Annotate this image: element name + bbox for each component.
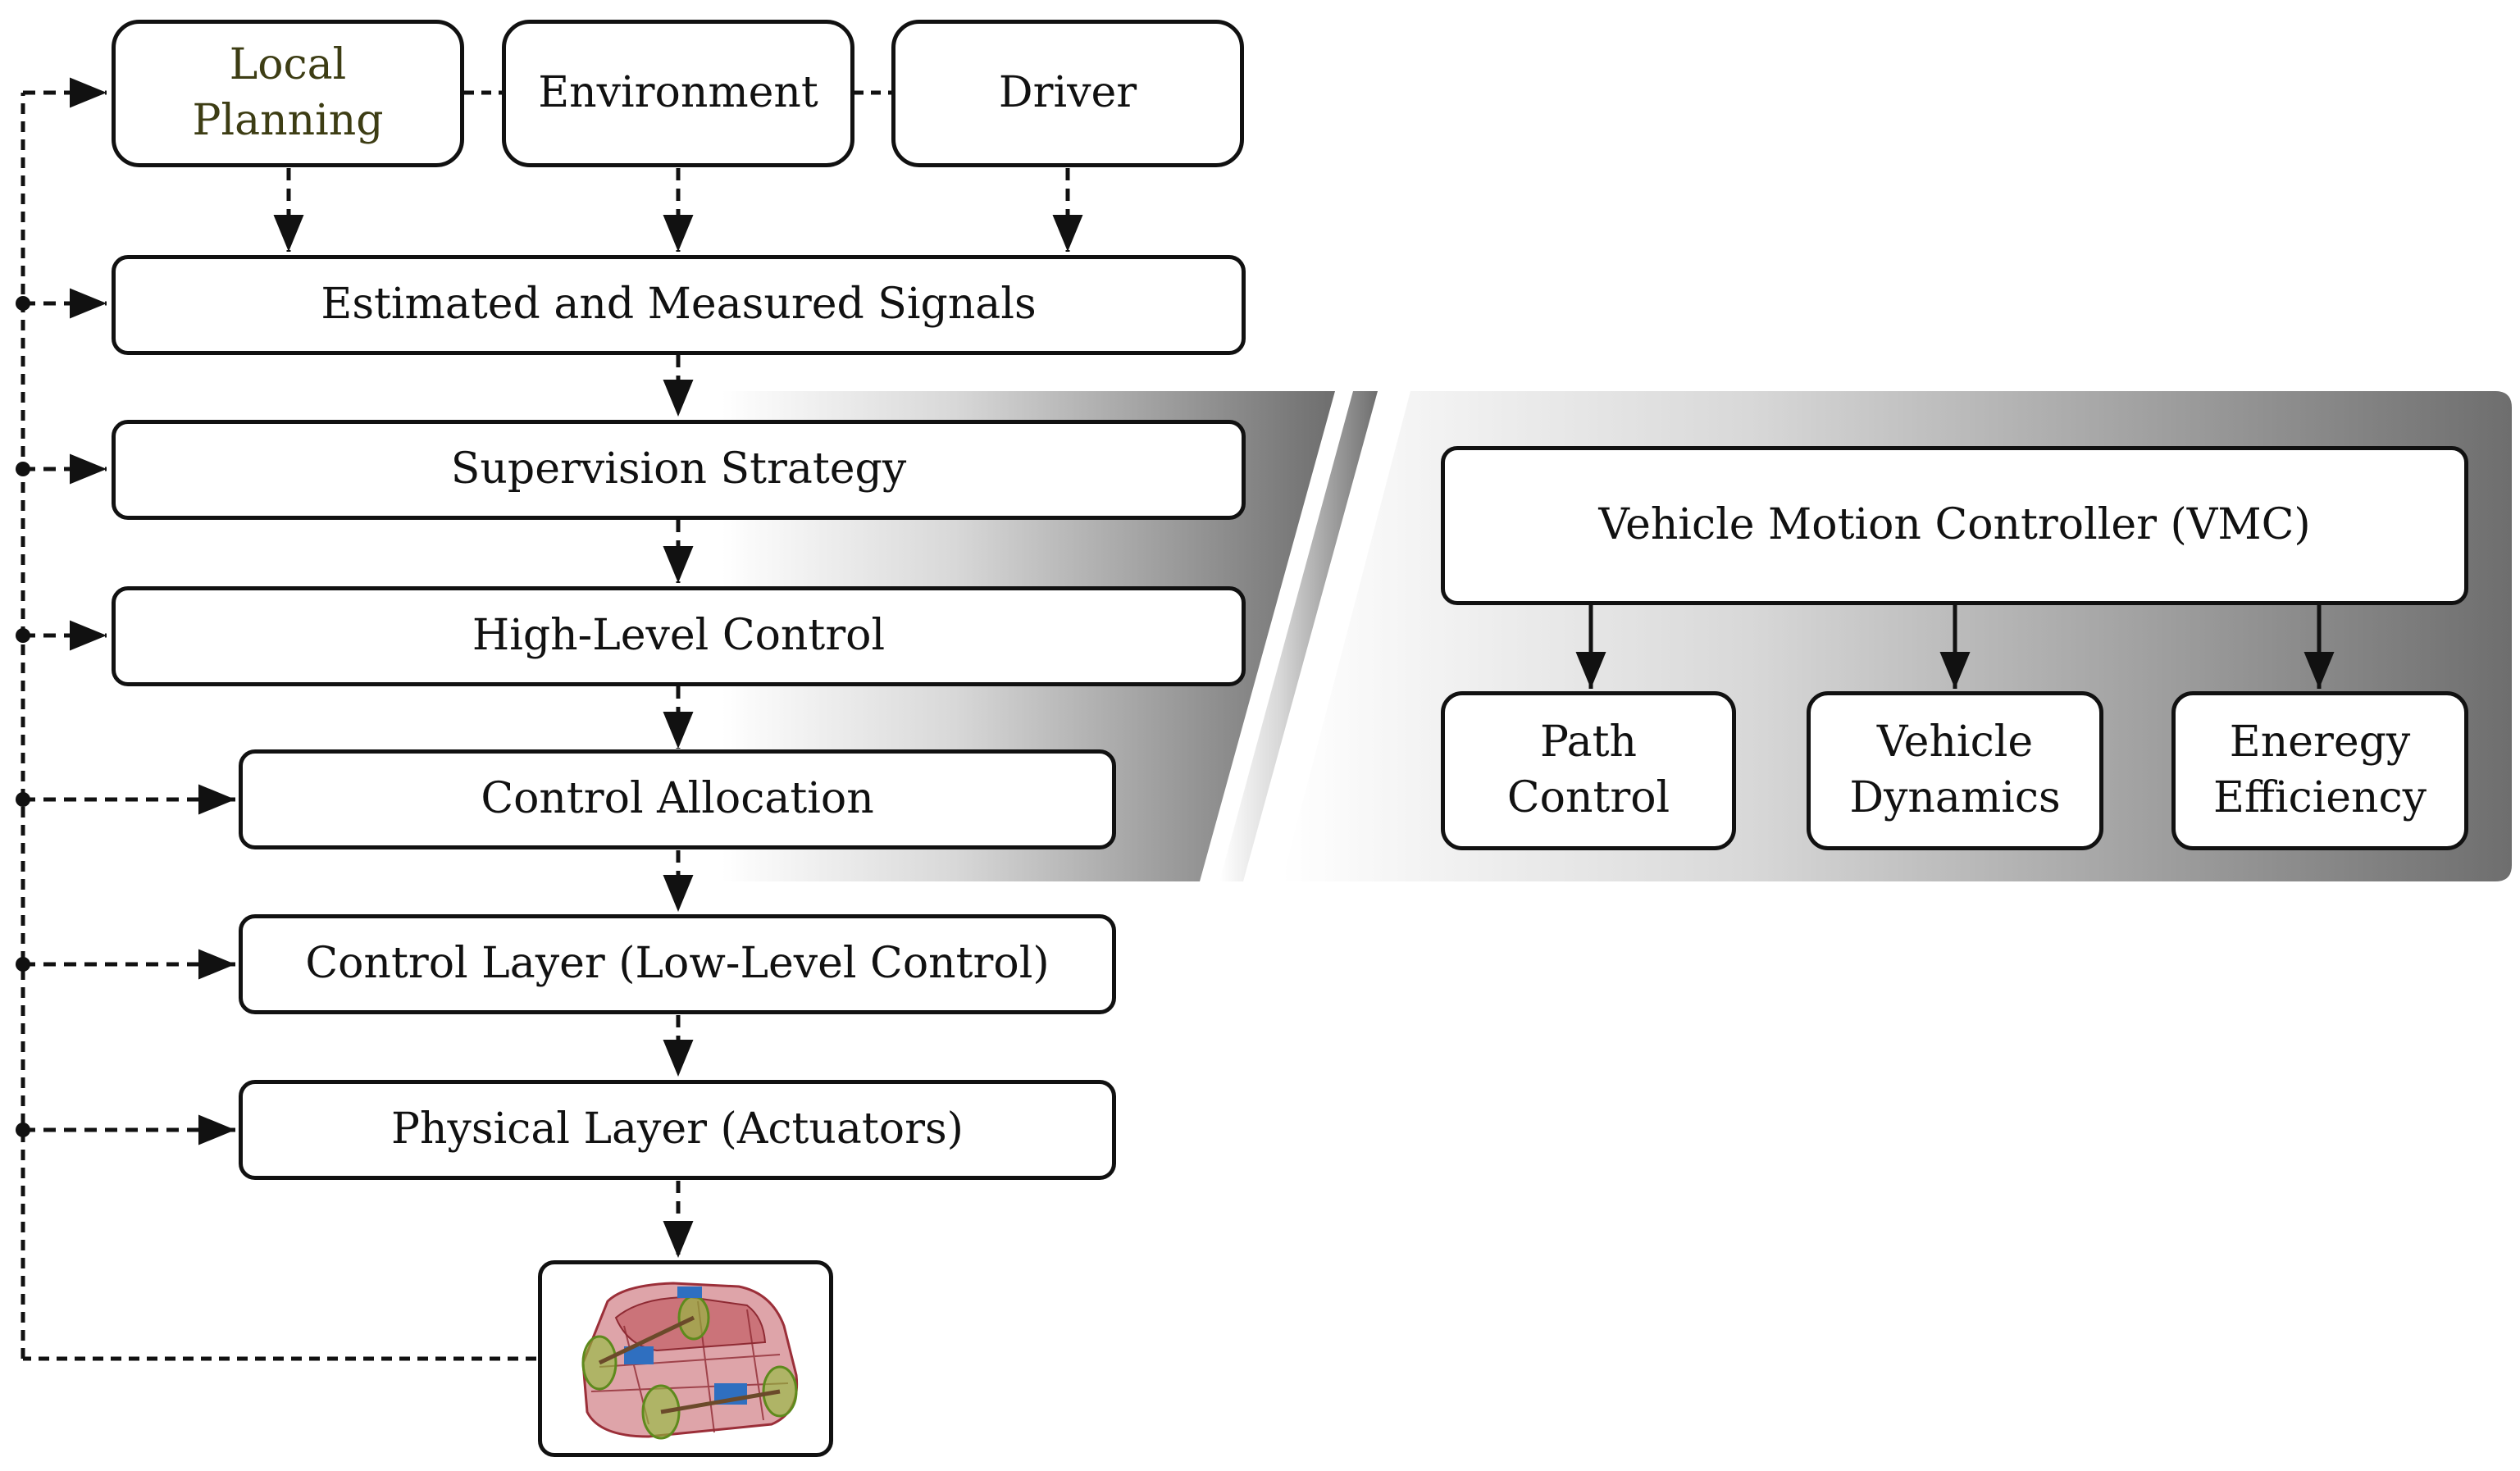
vehicle-dynamics-box: Vehicle Dynamics <box>1807 691 2103 850</box>
vmc-box: Vehicle Motion Controller (VMC) <box>1441 446 2468 605</box>
local-planning-label: Local Planning <box>192 40 384 145</box>
physical-layer-label: Physical Layer (Actuators) <box>391 1104 964 1154</box>
junction-dot <box>16 792 30 807</box>
control-allocation-box: Control Allocation <box>239 749 1116 849</box>
vmc-title: Vehicle Motion Controller (VMC) <box>1598 500 2311 550</box>
vmc-panel-left-stripe <box>1219 391 1378 881</box>
control-allocation-label: Control Allocation <box>481 774 874 824</box>
estimated-measured-signals-box: Estimated and Measured Signals <box>112 255 1246 355</box>
supervision-strategy-box: Supervision Strategy <box>112 420 1246 520</box>
junction-dot <box>16 296 30 311</box>
vehicle-roof-sensor <box>677 1287 702 1298</box>
junction-dot <box>16 957 30 972</box>
estimated-measured-signals-label: Estimated and Measured Signals <box>321 280 1037 330</box>
path-control-box: Path Control <box>1441 691 1736 850</box>
control-layer-label: Control Layer (Low-Level Control) <box>305 939 1050 989</box>
driver-label: Driver <box>998 68 1137 118</box>
vehicle-frame-lines <box>590 1300 789 1433</box>
path-control-label: Path Control <box>1506 717 1670 822</box>
vehicle-motor-front <box>624 1346 654 1364</box>
energy-efficiency-label: Eneregy Efficiency <box>2212 717 2427 822</box>
control-layer-box: Control Layer (Low-Level Control) <box>239 914 1116 1014</box>
vehicle-axle-front <box>598 1315 695 1365</box>
physical-layer-box: Physical Layer (Actuators) <box>239 1080 1116 1180</box>
junction-dot <box>16 1123 30 1137</box>
driver-box: Driver <box>891 20 1244 167</box>
high-level-control-box: High-Level Control <box>112 586 1246 686</box>
vehicle-dynamics-label: Vehicle Dynamics <box>1849 717 2061 822</box>
local-planning-box: Local Planning <box>112 20 464 167</box>
vehicle-cad-model-icon <box>581 1282 799 1440</box>
high-level-control-label: High-Level Control <box>472 611 886 661</box>
vehicle-image-box <box>538 1260 833 1457</box>
supervision-strategy-label: Supervision Strategy <box>450 444 907 494</box>
vehicle-axle-rear <box>660 1389 781 1414</box>
energy-efficiency-box: Eneregy Efficiency <box>2171 691 2468 850</box>
junction-dot <box>16 628 30 643</box>
junction-dot <box>16 462 30 476</box>
environment-label: Environment <box>538 68 818 118</box>
environment-box: Environment <box>502 20 854 167</box>
